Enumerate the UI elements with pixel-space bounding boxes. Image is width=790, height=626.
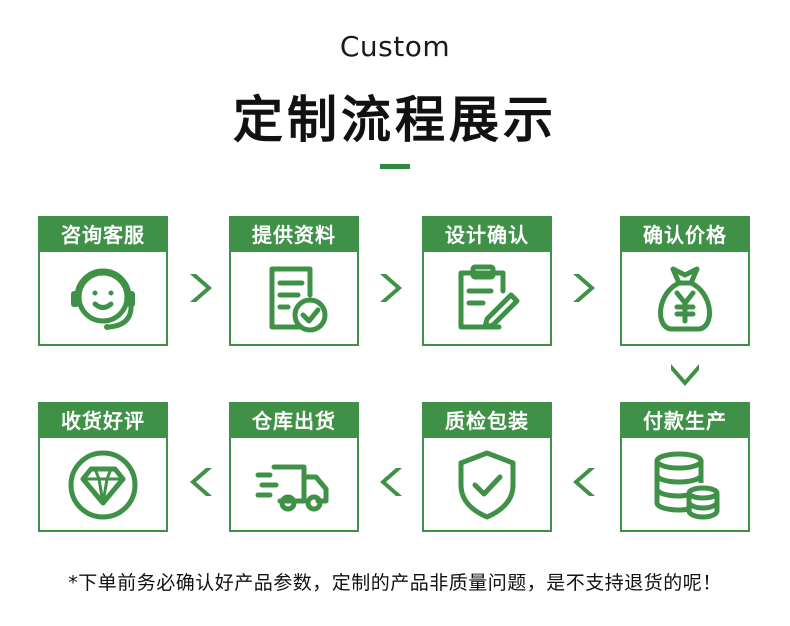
diamond-badge-icon <box>40 440 166 530</box>
clipboard-pen-icon <box>424 254 550 344</box>
document-check-icon <box>231 254 357 344</box>
step-label: 设计确认 <box>424 218 550 252</box>
arrow-down-icon <box>667 360 703 394</box>
arrow-right-icon <box>569 270 599 310</box>
title-underline <box>380 164 410 169</box>
arrow-left-icon <box>376 464 406 504</box>
arrow-left-icon <box>186 464 216 504</box>
step-card-review: 收货好评 <box>38 402 168 532</box>
step-label: 付款生产 <box>622 404 748 438</box>
step-card-price-confirm: 确认价格 <box>620 216 750 346</box>
step-label: 收货好评 <box>40 404 166 438</box>
shield-check-icon <box>424 440 550 530</box>
delivery-truck-icon <box>231 440 357 530</box>
step-card-inspection: 质检包装 <box>422 402 552 532</box>
step-label: 提供资料 <box>231 218 357 252</box>
money-bag-yen-icon <box>622 254 748 344</box>
arrow-right-icon <box>376 270 406 310</box>
step-card-consult: 咨询客服 <box>38 216 168 346</box>
step-card-design-confirm: 设计确认 <box>422 216 552 346</box>
page-title: 定制流程展示 <box>233 91 557 149</box>
step-label: 咨询客服 <box>40 218 166 252</box>
step-card-provide-info: 提供资料 <box>229 216 359 346</box>
arrow-left-icon <box>569 464 599 504</box>
step-label: 质检包装 <box>424 404 550 438</box>
coin-stack-icon <box>622 440 748 530</box>
step-label: 确认价格 <box>622 218 748 252</box>
step-card-shipping: 仓库出货 <box>229 402 359 532</box>
arrow-right-icon <box>186 270 216 310</box>
step-label: 仓库出货 <box>231 404 357 438</box>
footer-note: *下单前务必确认好产品参数，定制的产品非质量问题，是不支持退货的呢！ <box>68 572 722 594</box>
headset-smile-icon <box>40 254 166 344</box>
step-card-payment-production: 付款生产 <box>620 402 750 532</box>
page-subtitle: Custom <box>339 30 451 63</box>
